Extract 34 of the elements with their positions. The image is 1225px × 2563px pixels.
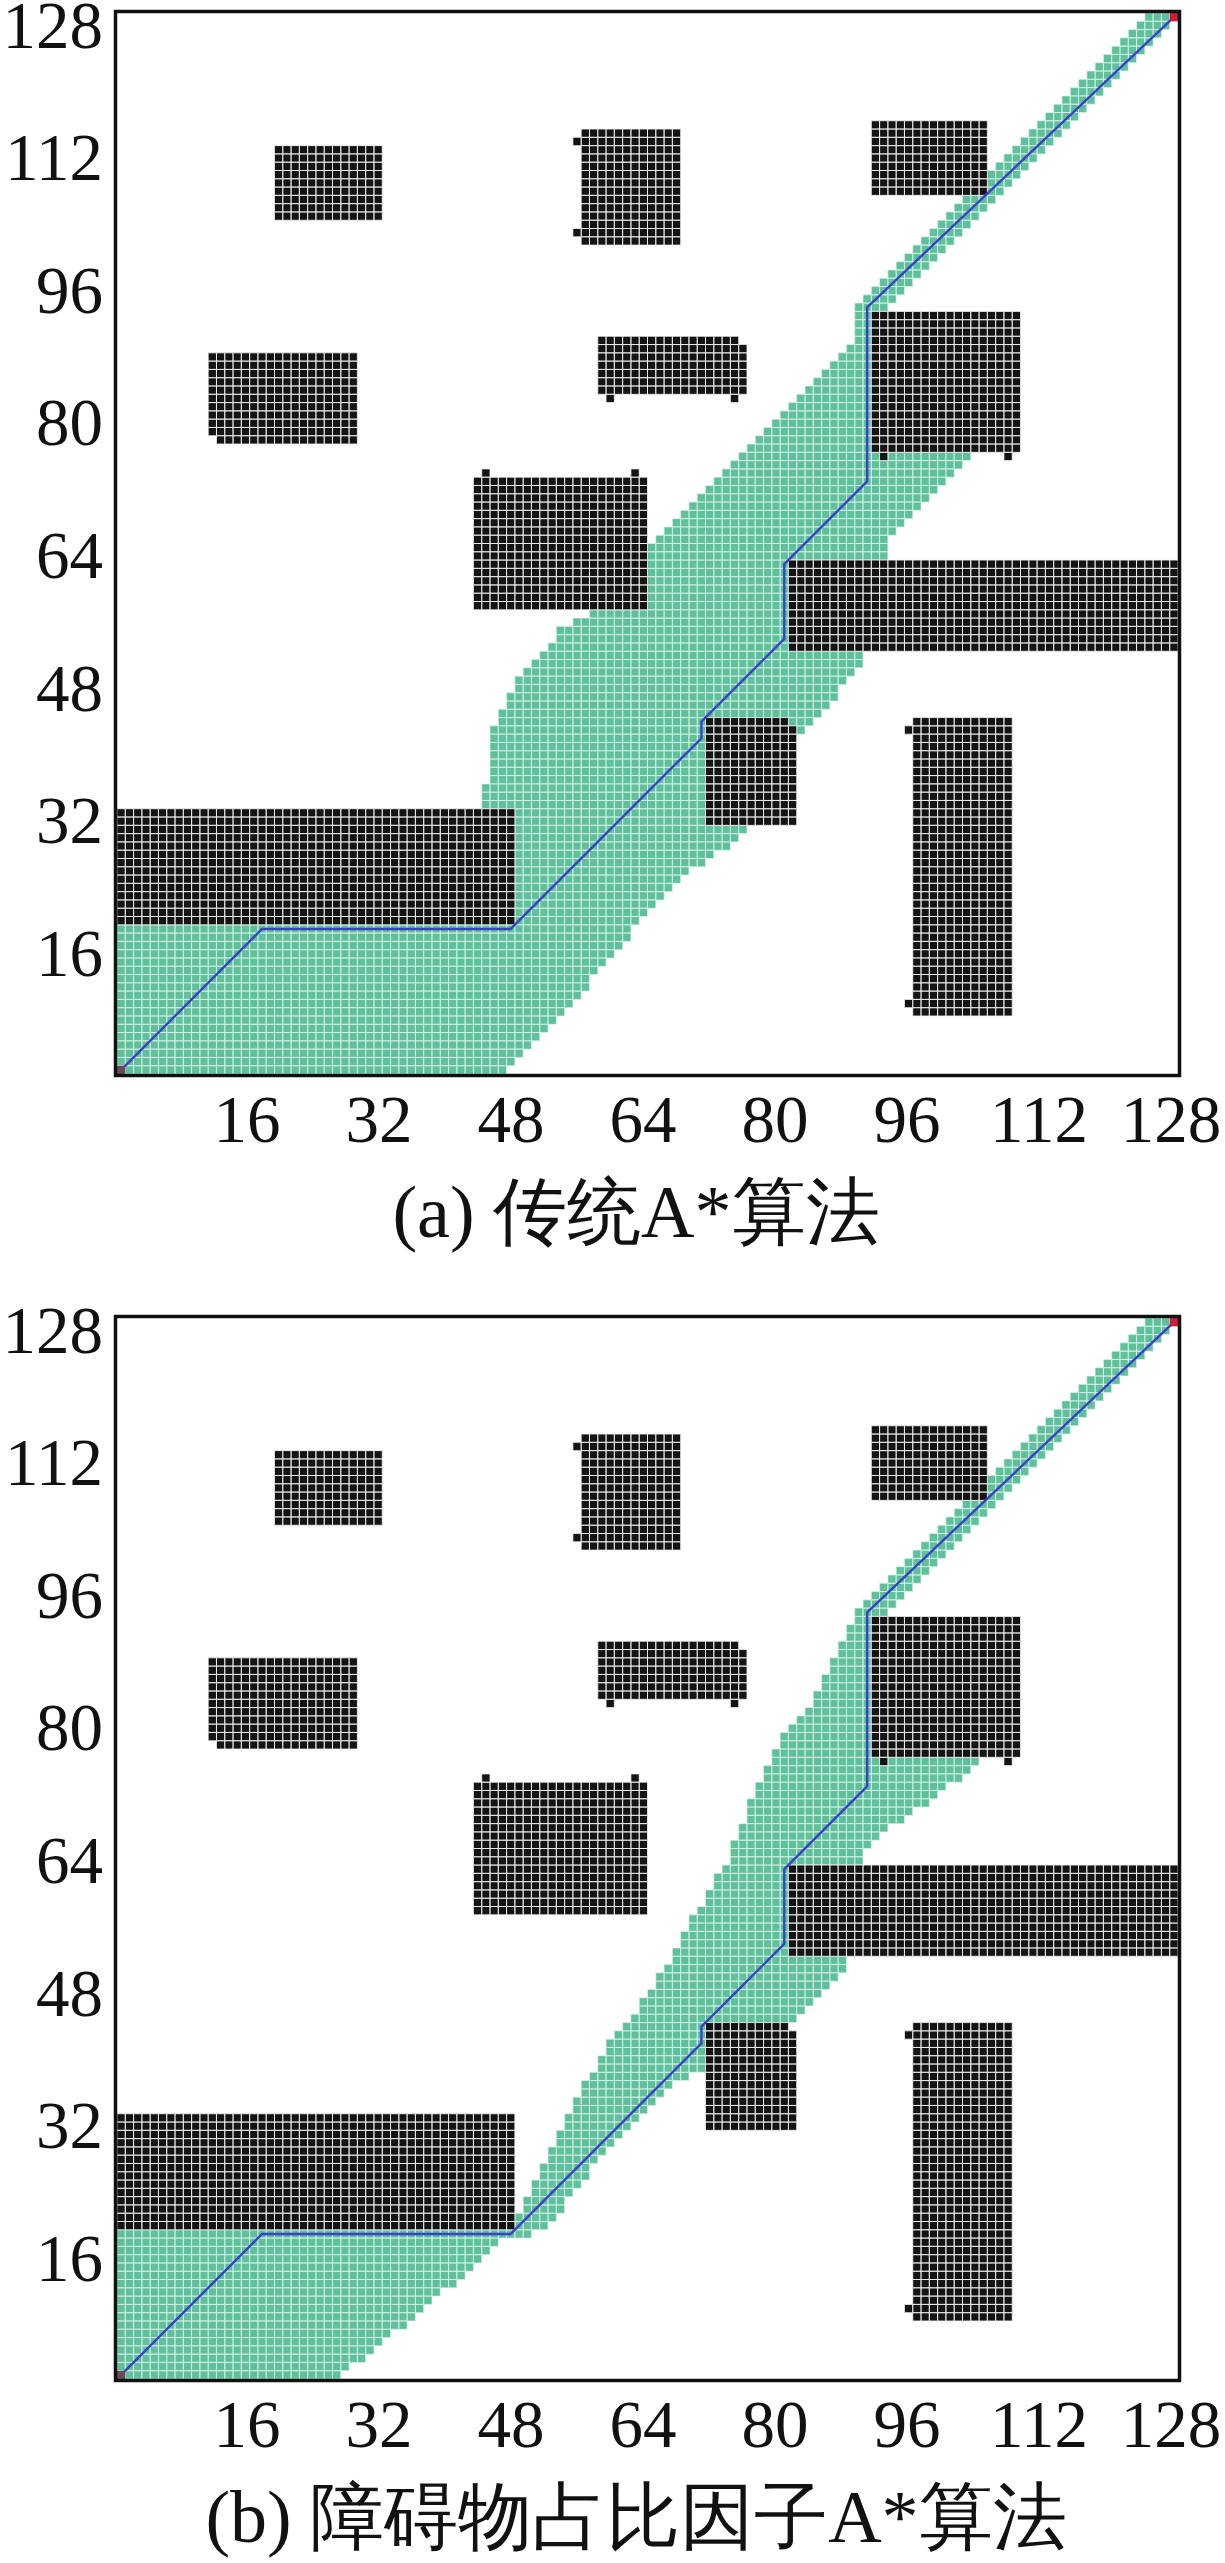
tick-label: 32 <box>36 2092 103 2160</box>
tick-label: 48 <box>36 1959 103 2027</box>
tick-label: 80 <box>36 389 103 457</box>
tick-label: 112 <box>5 124 103 192</box>
caption: (b) 障碍物占比因子A*算法 <box>205 2477 1067 2559</box>
tick-label: 64 <box>609 2390 677 2458</box>
tick-label: 128 <box>2 1296 103 1364</box>
tick-label: 32 <box>36 787 103 855</box>
tick-label: 16 <box>213 2390 281 2458</box>
tick-label: 128 <box>1120 2390 1222 2458</box>
tick-label: 64 <box>609 1085 677 1153</box>
tick-label: 80 <box>36 1694 103 1762</box>
tick-label: 96 <box>36 256 103 324</box>
tick-label: 96 <box>36 1561 103 1629</box>
caption: (a) 传统A*算法 <box>392 1172 880 1254</box>
tick-label: 112 <box>990 1085 1088 1153</box>
tick-label: 16 <box>36 2224 103 2292</box>
tick-label: 128 <box>1120 1085 1222 1153</box>
tick-label: 48 <box>477 2390 545 2458</box>
tick-label: 16 <box>213 1085 281 1153</box>
tick-label: 112 <box>990 2390 1088 2458</box>
tick-label: 96 <box>873 1085 941 1153</box>
tick-label: 128 <box>2 0 103 59</box>
tick-label: 80 <box>741 2390 809 2458</box>
tick-label: 16 <box>36 919 103 987</box>
tick-label: 32 <box>345 2390 413 2458</box>
tick-label: 64 <box>36 1827 103 1894</box>
tick-label: 80 <box>741 1085 809 1153</box>
tick-label: 48 <box>477 1085 545 1153</box>
tick-label: 32 <box>345 1085 413 1153</box>
tick-label: 96 <box>873 2390 941 2458</box>
tick-label: 48 <box>36 654 103 722</box>
tick-label: 112 <box>5 1429 103 1497</box>
tick-label: 64 <box>36 522 103 589</box>
